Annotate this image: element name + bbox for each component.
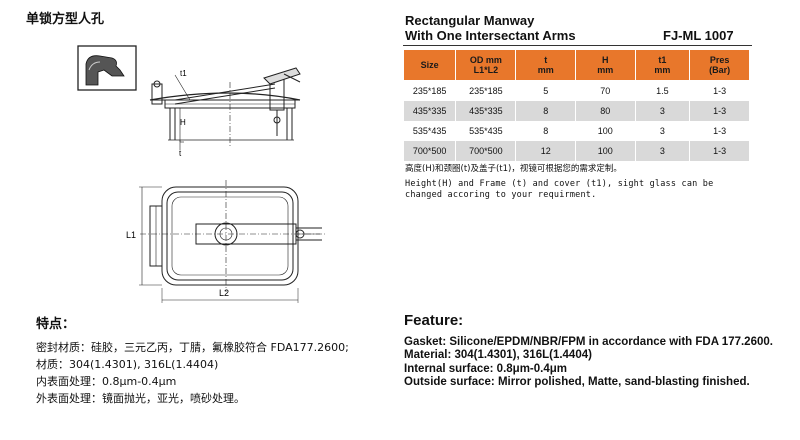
customization-note: 高度(H)和颈圈(t)及盖子(t1)，视镜可根据您的需求定制。 Height(H… [405, 164, 755, 201]
cell-t1: 1.5 [634, 80, 691, 101]
feature-en-list: Gasket: Silicone/EPDM/NBR/FPM in accorda… [404, 336, 774, 389]
cell-t: 12 [515, 141, 577, 161]
cell-pres: 1-3 [689, 121, 750, 141]
cn-title: 单锁方型人孔 [26, 12, 105, 27]
table-row: 235*185 235*185 5 70 1.5 1-3 [402, 80, 750, 101]
en-title: Rectangular Manway With One Intersectant… [405, 13, 576, 43]
cell-od: 535*435 [455, 121, 517, 141]
cell-H: 100 [575, 121, 636, 141]
table-row: 535*435 535*435 8 100 3 1-3 [402, 121, 750, 141]
header-pres: Pres(Bar) [689, 49, 750, 81]
note-cn: 高度(H)和颈圈(t)及盖子(t1)，视镜可根据您的需求定制。 [405, 164, 622, 174]
cell-size: 235*185 [402, 80, 457, 101]
feature-cn-heading: 特点： [36, 317, 76, 332]
cell-H: 100 [575, 141, 636, 161]
feature-cn-list: 密封材质：硅胶，三元乙丙，丁腈，氟橡胶符合 FDA177.2600; 材质：30… [36, 339, 396, 407]
cell-od: 435*335 [455, 101, 517, 121]
feature-cn-line: 密封材质：硅胶，三元乙丙，丁腈，氟橡胶符合 FDA177.2600; [36, 341, 349, 354]
model-code: FJ-ML 1007 [663, 28, 734, 43]
header-size: Size [402, 49, 457, 81]
feature-cn-line: 材质：304(1.4301), 316L(1.4404) [36, 358, 219, 371]
note-en: Height(H) and Frame (t) and cover (t1), … [405, 179, 714, 200]
cell-H: 70 [575, 80, 636, 101]
cell-t1: 3 [634, 121, 691, 141]
label-t1: t1 [180, 69, 187, 78]
cell-size: 435*335 [402, 101, 457, 121]
cell-t: 8 [515, 121, 577, 141]
gasket-detail-inset [77, 45, 137, 91]
cell-H: 80 [575, 101, 636, 121]
feature-cn-line: 外表面处理：镜面抛光，亚光，喷砂处理。 [36, 392, 245, 405]
label-t: t [179, 149, 182, 158]
en-title-line2: With One Intersectant Arms [405, 28, 576, 43]
cell-t1: 3 [634, 101, 691, 121]
label-H: H [180, 118, 186, 127]
cell-t: 5 [515, 80, 577, 101]
cell-t: 8 [515, 101, 577, 121]
cell-size: 535*435 [402, 121, 457, 141]
cell-pres: 1-3 [689, 141, 750, 161]
en-title-line1: Rectangular Manway [405, 13, 535, 28]
feature-cn-line: 内表面处理：0.8μm-0.4μm [36, 375, 177, 388]
feature-en-heading: Feature: [404, 312, 464, 329]
cell-size: 700*500 [402, 141, 457, 161]
feature-en-line: Outside surface: Mirror polished, Matte,… [404, 375, 750, 388]
top-view [139, 180, 326, 303]
label-L1: L1 [126, 230, 136, 240]
cell-pres: 1-3 [689, 101, 750, 121]
side-view [149, 67, 301, 150]
title-divider [403, 45, 752, 46]
technical-drawing: t1 H t L1 L2 [77, 45, 326, 303]
label-L2: L2 [219, 288, 229, 298]
table-row: 700*500 700*500 12 100 3 1-3 [402, 141, 750, 161]
cell-od: 235*185 [455, 80, 517, 101]
feature-en-line: Internal surface: 0.8μm-0.4μm [404, 362, 567, 375]
cell-od: 700*500 [455, 141, 517, 161]
feature-en-line: Gasket: Silicone/EPDM/NBR/FPM in accorda… [404, 336, 773, 348]
feature-en-line: Material: 304(1.4301), 316L(1.4404) [404, 349, 592, 362]
cell-t1: 3 [634, 141, 691, 161]
table-row: 435*335 435*335 8 80 3 1-3 [402, 101, 750, 121]
cell-pres: 1-3 [689, 80, 750, 101]
